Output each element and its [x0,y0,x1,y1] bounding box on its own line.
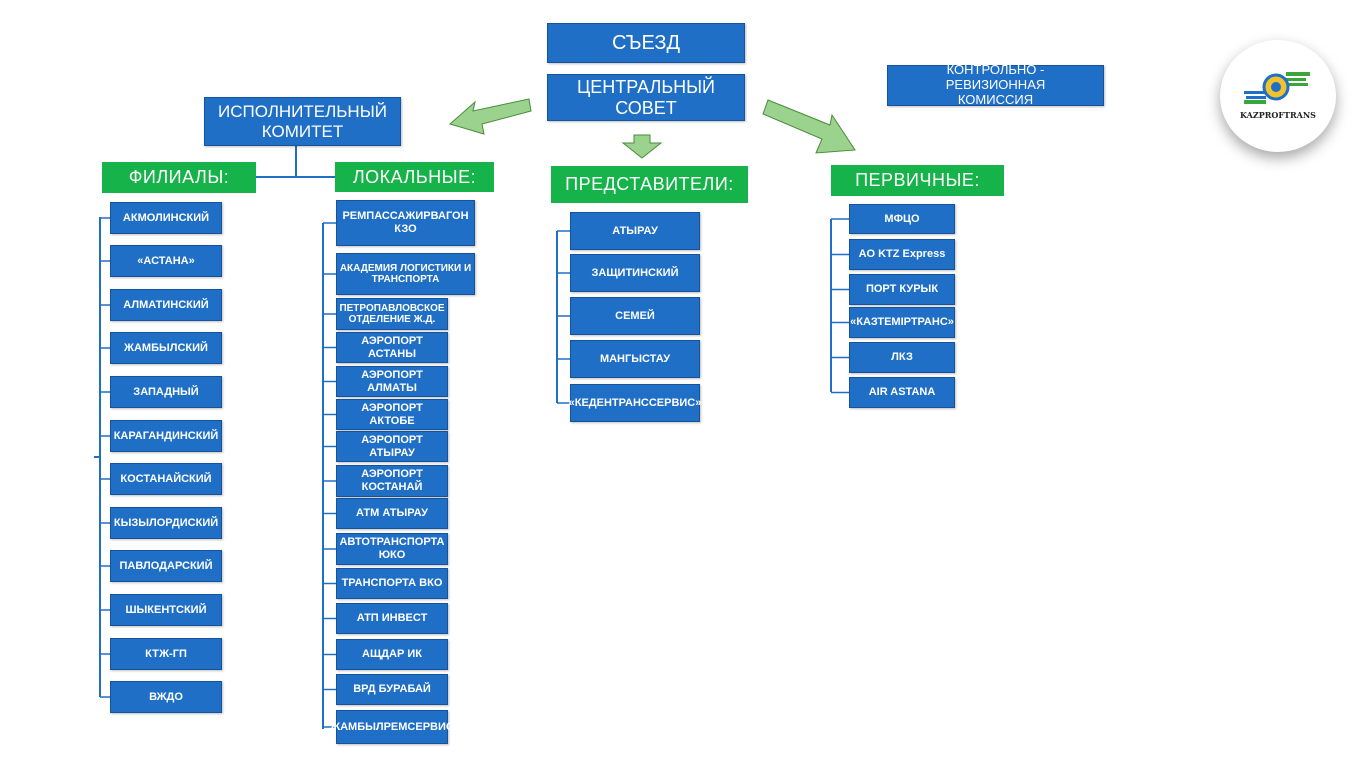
representatives-item: СЕМЕЙ [570,297,700,335]
local-item: АЭРОПОРТ АСТАНЫ [336,332,448,363]
central-council-box: ЦЕНТРАЛЬНЫЙ СОВЕТ [547,74,745,121]
local-header: ЛОКАЛЬНЫЕ: [335,162,494,192]
branches-item: КЫЗЫЛОРДИСКИЙ [110,507,222,539]
local-item: ПЕТРОПАВЛОВСКОЕ ОТДЕЛЕНИЕ Ж.Д. [336,298,448,330]
local-item: АТМ АТЫРАУ [336,498,448,529]
branches-item: КОСТАНАЙСКИЙ [110,463,222,495]
branches-item: АЛМАТИНСКИЙ [110,289,222,321]
branches-item: АКМОЛИНСКИЙ [110,202,222,234]
local-item: ЖАМБЫЛРЕМСЕРВИС [330,710,454,744]
local-item: ТРАНСПОРТА ВКО [336,568,448,599]
primary-header: ПЕРВИЧНЫЕ: [831,165,1004,196]
local-item: АЩДАР ИК [336,639,448,670]
arrow-left [448,98,532,135]
branches-item: ПАВЛОДАРСКИЙ [110,550,222,582]
local-item: АЭРОПОРТ АЛМАТЫ [336,366,448,397]
representatives-item: МАНГЫСТАУ [570,340,700,378]
arrow-right [762,99,856,154]
branches-item: ВЖДО [110,681,222,713]
local-item: АКАДЕМИЯ ЛОГИСТИКИ И ТРАНСПОРТА [336,253,475,295]
logo-text: KAZPROFTRANS [1240,110,1316,120]
local-item: АТП ИНВЕСТ [336,603,448,634]
branches-header: ФИЛИАЛЫ: [102,162,256,193]
congress-box: СЪЕЗД [547,23,745,63]
kazproftrans-logo: KAZPROFTRANS [1220,40,1336,152]
primary-item: АО KTZ Express [849,239,955,270]
branches-item: КТЖ-ГП [110,638,222,670]
branches-item: ЗАПАДНЫЙ [110,376,222,408]
primary-item: «КАЗТЕМІРТРАНС» [849,307,955,338]
local-item: АВТОТРАНСПОРТА ЮКО [336,533,448,565]
primary-item: ПОРТ КУРЫК [849,274,955,305]
representatives-item: ЗАЩИТИНСКИЙ [570,254,700,292]
primary-item: ЛКЗ [849,342,955,373]
arrow-down [621,134,663,159]
branches-item: ШЫКЕНТСКИЙ [110,594,222,626]
representatives-item: «КЕДЕНТРАНССЕРВИС» [569,384,701,422]
representatives-header: ПРЕДСТАВИТЕЛИ: [551,166,748,203]
local-item: ВРД БУРАБАЙ [336,674,448,705]
local-item: РЕМПАССАЖИРВАГОН КЗО [336,200,475,246]
primary-item: AIR ASTANA [849,377,955,408]
local-item: АЭРОПОРТ АТЫРАУ [336,431,448,462]
primary-item: МФЦО [849,204,955,234]
branches-item: КАРАГАНДИНСКИЙ [110,420,222,452]
representatives-item: АТЫРАУ [570,212,700,250]
audit-commission-box: КОНТРОЛЬНО - РЕВИЗИОННАЯ КОМИССИЯ [887,62,1104,107]
local-item: АЭРОПОРТ АКТОБЕ [336,399,448,430]
local-item: АЭРОПОРТ КОСТАНАЙ [336,465,448,497]
executive-committee-box: ИСПОЛНИТЕЛЬНЫЙ КОМИТЕТ [204,97,401,146]
branches-item: «АСТАНА» [110,245,222,277]
branches-item: ЖАМБЫЛСКИЙ [110,332,222,364]
logo-emblem-icon [1244,72,1310,104]
